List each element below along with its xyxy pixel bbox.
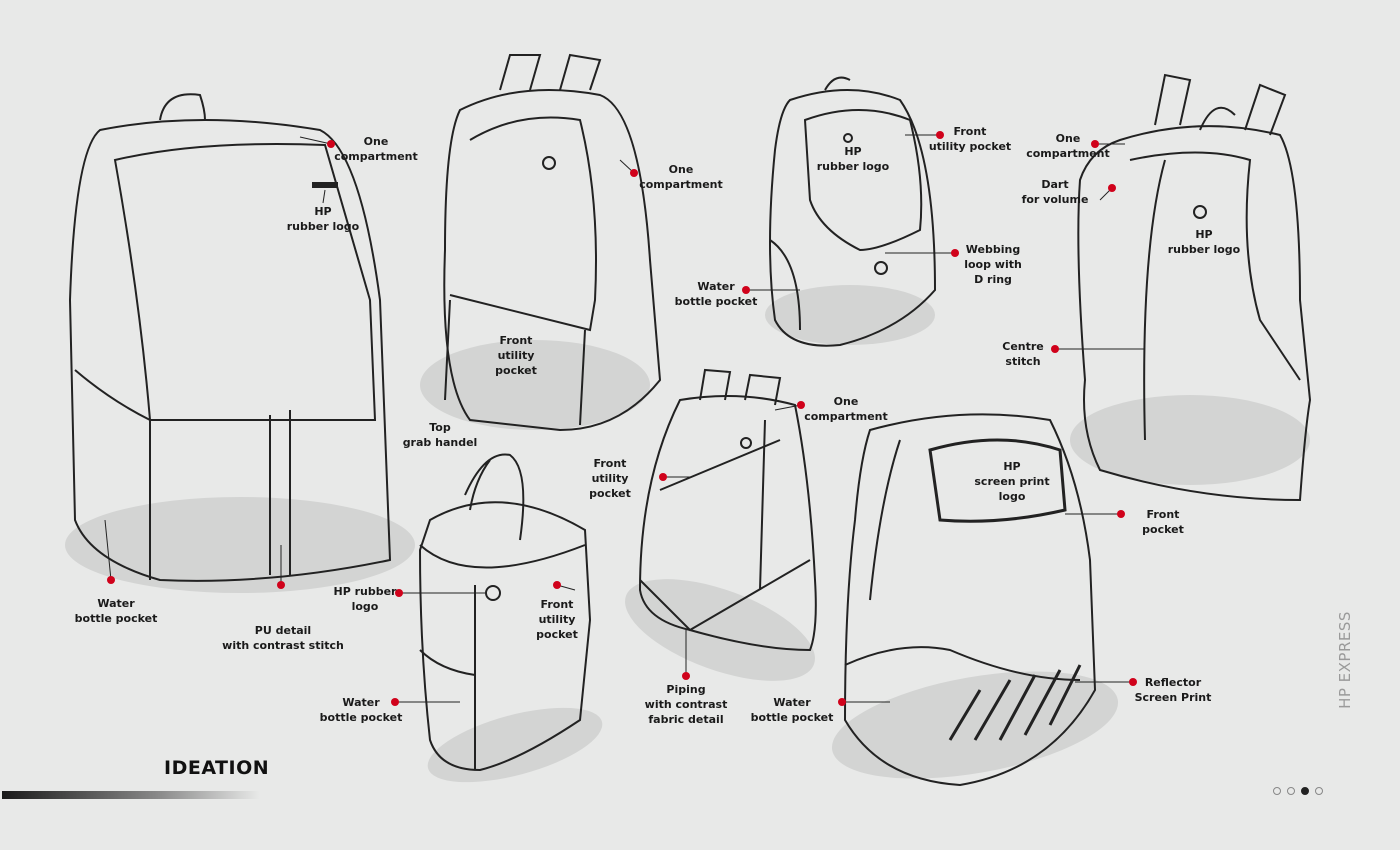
callout-label: Front utility pocket (495, 334, 537, 377)
callout-label: Water bottle pocket (74, 597, 158, 625)
callout-label: Reflector Screen Print (1134, 676, 1212, 704)
callout-label: Front utility pocket (928, 125, 1012, 153)
callout-label: Piping with contrast fabric detail (644, 683, 728, 726)
page-dot-3-active[interactable] (1301, 787, 1309, 795)
callout-label: Top grab handel (402, 421, 478, 449)
callout-label: Front pocket (1142, 508, 1184, 536)
callout-label: One compartment (1026, 132, 1110, 160)
callout-label: HP screen print logo (974, 460, 1050, 503)
callout-label: Webbing loop with D ring (964, 243, 1022, 286)
outlines (68, 53, 1312, 787)
title-gradient-bar (2, 791, 260, 799)
callout-label: One compartment (334, 135, 418, 163)
callout-label: One compartment (804, 395, 888, 423)
callout-label: Front utility pocket (536, 598, 578, 641)
callout-dots (107, 131, 1137, 706)
leader-lines (104, 134, 1145, 703)
callout-label: Centre stitch (1002, 340, 1044, 368)
callout-label: HP rubber logo (816, 145, 890, 173)
callout-label: HP rubber logo (1167, 228, 1241, 256)
page-dot-4[interactable] (1315, 787, 1323, 795)
callout-label: HP rubber logo (286, 205, 360, 233)
callout-label: PU detail with contrast stitch (222, 624, 344, 652)
pagination (1273, 787, 1323, 795)
page-dot-1[interactable] (1273, 787, 1281, 795)
callout-label: Front utility pocket (589, 457, 631, 500)
callout-label: Water bottle pocket (750, 696, 834, 724)
page-title: IDEATION (164, 757, 270, 779)
shadows (65, 285, 1310, 783)
callout-label: HP rubber logo (333, 585, 397, 613)
page-dot-2[interactable] (1287, 787, 1295, 795)
callout-label: Water bottle pocket (319, 696, 403, 724)
brand-label: HP EXPRESS (1336, 611, 1354, 709)
callout-label: One compartment (639, 163, 723, 191)
callout-label: Dart for volume (1021, 178, 1089, 206)
callout-label: Water bottle pocket (674, 280, 758, 308)
